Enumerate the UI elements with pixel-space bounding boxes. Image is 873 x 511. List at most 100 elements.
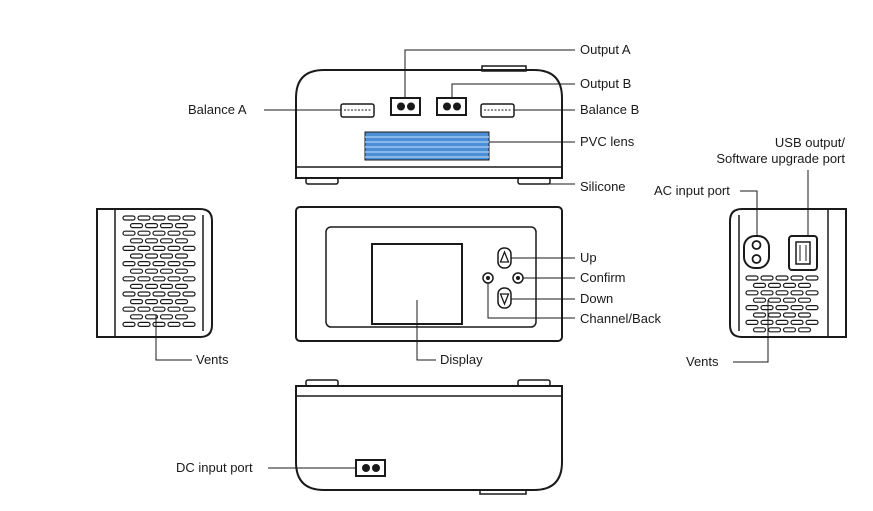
vent-slot xyxy=(174,238,189,244)
vent-slot xyxy=(745,275,759,281)
vent-slot xyxy=(782,297,797,303)
vent-slot xyxy=(805,319,819,325)
vent-slot xyxy=(137,276,151,282)
vent-slot xyxy=(775,290,789,296)
vent-slot xyxy=(174,253,189,259)
leader-lines xyxy=(155,49,809,469)
left-side-view xyxy=(96,208,213,338)
vent-slot xyxy=(167,245,181,251)
label-output-a: Output A xyxy=(580,42,631,57)
vent-slot xyxy=(167,261,181,267)
vent-slot xyxy=(159,299,174,305)
vent-slot xyxy=(144,299,159,305)
vent-slot xyxy=(152,321,166,327)
pvc-lens xyxy=(364,131,490,161)
vent-slot xyxy=(790,275,804,281)
label-down: Down xyxy=(580,291,613,306)
vent-slot xyxy=(129,238,144,244)
label-display: Display xyxy=(440,352,483,367)
vent-slot xyxy=(152,306,166,312)
vent-slot xyxy=(752,327,767,333)
vent-slot xyxy=(767,282,782,288)
vent-slot xyxy=(182,321,196,327)
vent-slot xyxy=(182,276,196,282)
vent-slot xyxy=(152,245,166,251)
vent-slot xyxy=(182,215,196,221)
vent-slot xyxy=(797,297,812,303)
vent-slot xyxy=(167,230,181,236)
vent-slot xyxy=(137,215,151,221)
vent-slot xyxy=(159,223,174,229)
vent-slot xyxy=(159,283,174,289)
vent-slot xyxy=(167,291,181,297)
vent-slot xyxy=(122,276,136,282)
vent-slot xyxy=(167,215,181,221)
label-ac-input: AC input port xyxy=(654,183,730,198)
vent-slot xyxy=(790,319,804,325)
vent-slot xyxy=(752,297,767,303)
vent-slot xyxy=(137,321,151,327)
front-view xyxy=(295,206,563,342)
vent-slot xyxy=(159,314,174,320)
output-port-b xyxy=(436,97,467,116)
vent-slot xyxy=(174,283,189,289)
vent-slot xyxy=(775,305,789,311)
vent-slot xyxy=(122,306,136,312)
vent-slot xyxy=(159,268,174,274)
vent-slot xyxy=(144,238,159,244)
front-panel xyxy=(325,226,537,328)
label-dc-input: DC input port xyxy=(176,460,253,475)
right-side-view xyxy=(729,208,847,338)
vent-slot xyxy=(182,291,196,297)
label-output-b: Output B xyxy=(580,76,631,91)
vent-slot xyxy=(129,268,144,274)
vent-slot xyxy=(152,291,166,297)
label-vents-right: Vents xyxy=(686,354,719,369)
vent-slot xyxy=(174,223,189,229)
leader-vents-left xyxy=(155,315,192,361)
vent-slot xyxy=(144,314,159,320)
down-button[interactable] xyxy=(497,287,512,309)
vent-slot xyxy=(174,268,189,274)
vent-slot xyxy=(760,305,774,311)
labels: Output A Output B Balance A Balance B PV… xyxy=(176,42,845,475)
vent-slot xyxy=(745,319,759,325)
label-confirm: Confirm xyxy=(580,270,626,285)
label-up: Up xyxy=(580,250,597,265)
vent-slot xyxy=(167,306,181,312)
leader-channel-back xyxy=(487,283,575,319)
top-view-body xyxy=(295,69,563,179)
vent-slot xyxy=(797,312,812,318)
vent-slot xyxy=(760,319,774,325)
vent-slot xyxy=(152,261,166,267)
label-balance-a: Balance A xyxy=(188,102,247,117)
vent-slot xyxy=(144,253,159,259)
vent-slot xyxy=(167,321,181,327)
vent-slot xyxy=(144,223,159,229)
vent-slot xyxy=(129,253,144,259)
vent-slot xyxy=(129,314,144,320)
leader-output-b xyxy=(451,83,575,99)
vent-slot xyxy=(137,291,151,297)
vent-slot xyxy=(782,327,797,333)
vent-slot xyxy=(122,215,136,221)
label-silicone: Silicone xyxy=(580,179,626,194)
label-usb-line1: USB output/ xyxy=(775,135,845,150)
vent-slot xyxy=(745,290,759,296)
vent-slot xyxy=(122,291,136,297)
leader-ac-input xyxy=(740,190,758,236)
leader-display xyxy=(416,300,436,361)
vent-slot xyxy=(782,282,797,288)
vent-slot xyxy=(129,299,144,305)
vent-slot xyxy=(152,276,166,282)
vent-slot xyxy=(137,306,151,312)
vent-slot xyxy=(752,312,767,318)
vent-slot xyxy=(182,261,196,267)
vents-left-grille xyxy=(122,215,196,327)
vent-slot xyxy=(182,245,196,251)
silicone-foot-bottom-right xyxy=(517,379,551,387)
vent-slot xyxy=(182,230,196,236)
vent-slot xyxy=(790,305,804,311)
vent-slot xyxy=(775,275,789,281)
